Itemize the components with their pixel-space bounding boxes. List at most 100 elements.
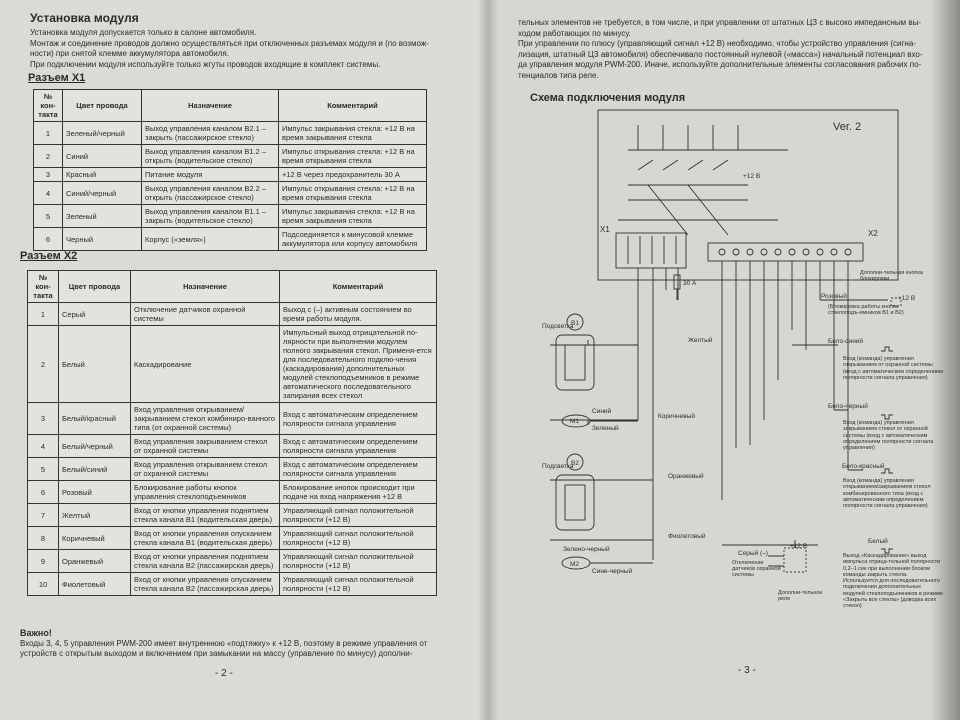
page-number: - 2 - (215, 668, 233, 679)
page-edge-shadow (930, 0, 960, 720)
m1-label: M1 (570, 418, 579, 425)
table-cell: 2 (33, 144, 63, 168)
table-cell: 7 (27, 503, 59, 527)
table-cell: Белый (58, 325, 131, 403)
note-text: Входы 3, 4, 5 управления PWM-200 имеет в… (20, 639, 428, 658)
table-cell: Выход управления каналом В2.2 – открыть … (141, 181, 279, 205)
table-cell: Вход с автоматическим определением поляр… (279, 457, 437, 481)
table-cell: Выход управления каналом В1.2 – открыть … (141, 144, 279, 168)
table-cell: Отключение датчиков охранной системы (130, 302, 280, 326)
table-cell: Вход от кнопки управления опусканием сте… (130, 572, 280, 596)
wire-yellow-label: Желтый (688, 336, 713, 344)
table-cell: Желтый (58, 503, 131, 527)
table-cell: Серый (58, 302, 131, 326)
table-cell: 8 (27, 526, 59, 550)
table-cell: Импульс открывания стекла: +12 В на врем… (278, 144, 427, 168)
table-cell: Управляющий сигнал положительной полярно… (279, 572, 437, 596)
wire-orange-label: Оранжевый (668, 472, 704, 480)
table-cell: Синий (62, 144, 142, 168)
page-fold (478, 0, 498, 720)
section-title: Установка модуля (30, 11, 139, 25)
table-cell: Вход с автоматическим определением поляр… (279, 402, 437, 435)
table-cell: Белый/синий (58, 457, 131, 481)
backlight-label: Подсветка (542, 323, 574, 330)
table-cell: Управляющий сигнал положительной полярно… (279, 503, 437, 527)
button-plus12-label: +12 В (898, 295, 915, 302)
page-number: - 3 - (738, 665, 756, 676)
text-line: тельных элементов не требуется, в том чи… (518, 18, 921, 27)
table-cell: Вход управления закрыванием стекол от ох… (130, 434, 280, 458)
cascade-desc: Выход «Каскадирование» выход импульса от… (843, 553, 943, 610)
table-cell: Вход от кнопки управления опусканием сте… (130, 526, 280, 550)
b1-label: B1 (571, 320, 579, 327)
table-cell: Выход с (–) активным состоянием во время… (279, 302, 437, 326)
important-note: Важно! Входы 3, 4, 5 управления PWM-200 … (20, 628, 460, 659)
table-cell: 2 (27, 325, 59, 403)
x1-table: № кон-такта Цвет провода Назначение Комм… (33, 89, 427, 251)
table-cell: 5 (27, 457, 59, 481)
col-header: № кон-такта (27, 270, 59, 303)
col-header: № кон-такта (33, 89, 63, 122)
table-cell: Вход с автоматическим определением поляр… (279, 434, 437, 458)
text-line: ходом работающих по минусу. (518, 28, 631, 38)
wire-white-label: Белый (868, 537, 888, 545)
table-cell: Управляющий сигнал положительной полярно… (279, 526, 437, 550)
table-cell: Белый/красный (58, 402, 131, 435)
wire-violet-label: Фиолетовый (668, 532, 706, 540)
version-label: Ver. 2 (833, 121, 861, 133)
table-cell: +12 В через предохранитель 30 А (278, 167, 427, 182)
input-combo-desc: Вход (команда) управления открыванием/за… (843, 478, 931, 510)
text-line: лизация, штатный ЦЗ автомобиля) обеспечи… (518, 49, 923, 59)
x1-connector (615, 232, 687, 269)
wire-white-blue-label: Бело-синий (828, 337, 863, 345)
intro-text: Установка модуля допускается только в са… (30, 28, 450, 70)
table-cell: Черный (62, 227, 142, 251)
wire-pink-label: Розовый (821, 292, 847, 300)
table-cell: 5 (33, 204, 63, 228)
table-cell: 3 (33, 167, 63, 182)
m2-label: M2 (570, 561, 579, 568)
intro-line: ности) при снятой клемме аккумулятора ав… (30, 49, 229, 58)
page-left: Установка модуля Установка модуля допуск… (0, 0, 488, 720)
table-cell: 3 (27, 402, 59, 435)
col-header: Комментарий (279, 270, 437, 303)
table-cell: 4 (33, 181, 63, 205)
b1-switch (555, 334, 595, 391)
table-cell: Подсоединяется к минусовой клемме аккуму… (278, 227, 427, 251)
wire-brown-label: Коричневый (658, 412, 695, 420)
table-header-row: № кон-такта Цвет провода Назначение Комм… (27, 270, 437, 303)
table-cell: Каскадирование (130, 325, 280, 403)
table-cell: 1 (33, 121, 63, 145)
text-line: тенциалов типа реле. (518, 70, 599, 80)
table-cell: Импульсный выход отрицательной по-лярнос… (279, 325, 437, 403)
table-cell: Зеленый/черный (62, 121, 142, 145)
x2-table: № кон-такта Цвет провода Назначение Комм… (27, 270, 437, 596)
table-cell: Корпус («земля») (141, 227, 279, 251)
extra-button-note: (Блокировка работы кнопок стеклоподъ-емн… (828, 304, 904, 316)
table-cell: Оранжевый (58, 549, 131, 573)
wire-green-label: Зеленый (592, 424, 619, 432)
page-right: тельных элементов не требуется, в том чи… (488, 0, 960, 720)
module-frame (597, 109, 899, 281)
wire-white-red-label: Бело-красный (842, 462, 885, 470)
b2-switch (555, 474, 595, 531)
table-cell: Зеленый (62, 204, 142, 228)
table-cell: 4 (27, 434, 59, 458)
table-cell: Вход управления открыванием стекол от ох… (130, 457, 280, 481)
plus12-label: +12 В (743, 173, 760, 180)
text-line: да управления модуля PWM-200. Иначе, исп… (518, 60, 922, 69)
input-close-desc: Вход (команда) управления закрыванием ст… (843, 420, 934, 452)
table-cell: Выход управления каналом В1.1 – закрыть … (141, 204, 279, 228)
table-cell: 9 (27, 549, 59, 573)
diagram-title: Схема подключения модуля (530, 92, 686, 104)
table-cell: Управляющий сигнал положительной полярно… (279, 549, 437, 573)
